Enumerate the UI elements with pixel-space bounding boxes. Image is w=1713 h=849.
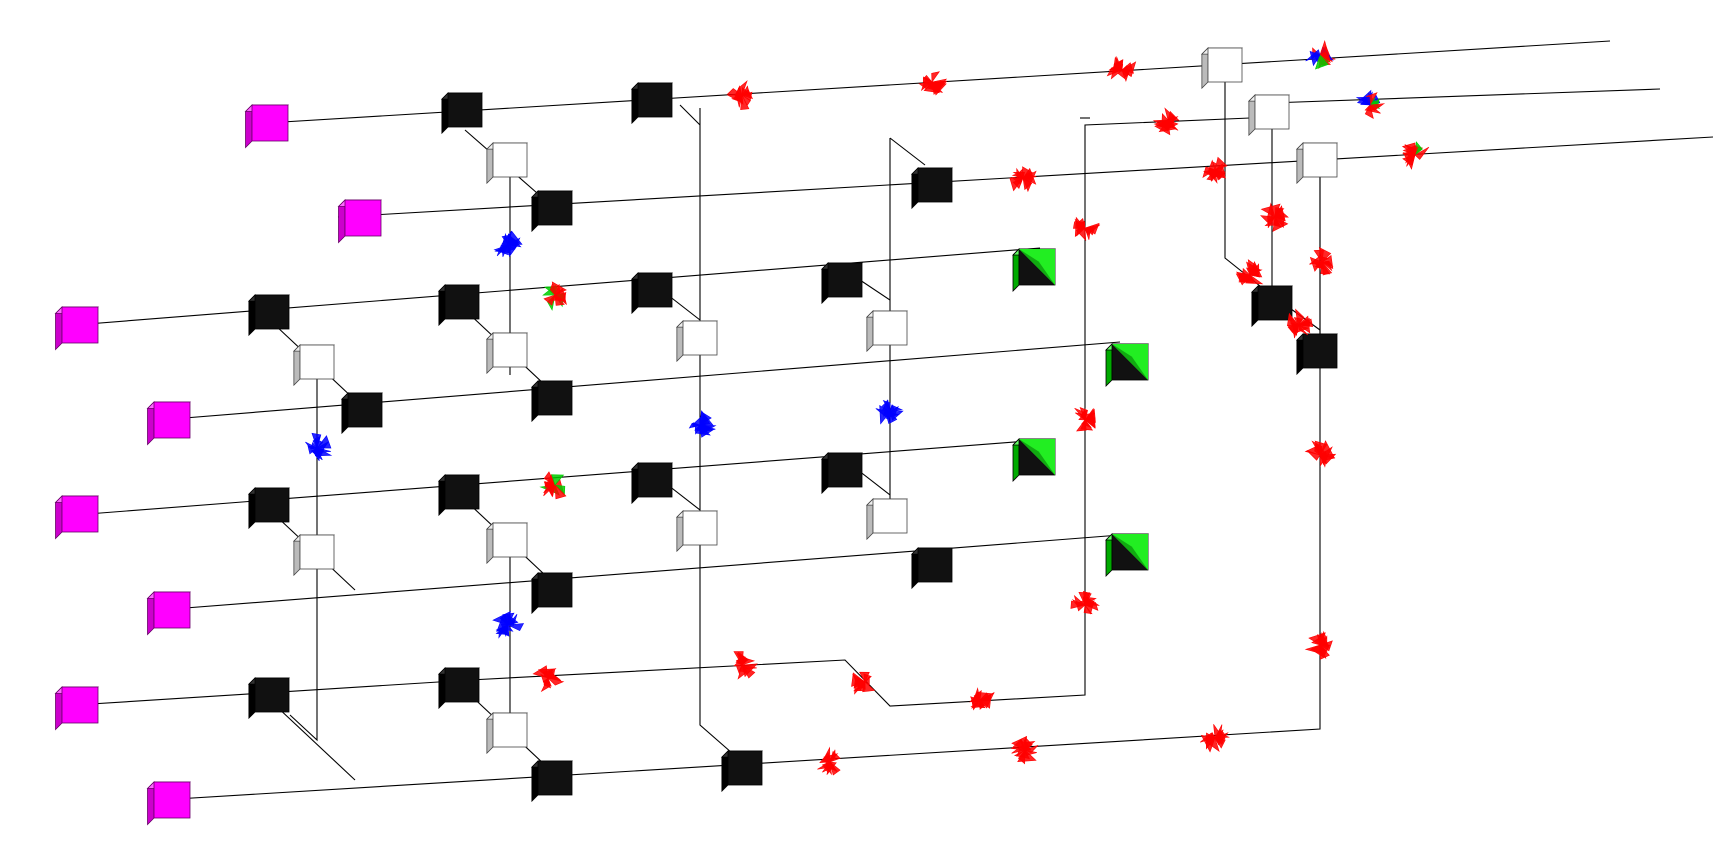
mixed-particle-0 (1305, 40, 1336, 70)
mixed-particle-2 (1401, 141, 1430, 170)
gate-node-21 (1295, 333, 1338, 376)
red-particle-10 (1286, 308, 1314, 339)
input-node-7 (146, 781, 191, 826)
wire-row-2 (159, 341, 1121, 421)
gate-node-6 (630, 272, 673, 315)
wire-loop (469, 117, 1251, 707)
red-particle-7 (1260, 202, 1289, 232)
red-particle-6 (1073, 216, 1101, 242)
gate-node-18 (530, 760, 573, 803)
red-particle-5 (1202, 156, 1228, 184)
mixed-particle-rg-0 (542, 281, 567, 311)
junction-node-0 (1200, 47, 1243, 90)
wire-diag-2 (679, 104, 701, 126)
gate-node-19 (720, 750, 763, 793)
junction-node-11 (865, 498, 908, 541)
red-particle-15 (532, 665, 565, 693)
red-particle-17 (851, 671, 876, 695)
input-node-1 (337, 199, 382, 244)
red-particle-1 (918, 71, 948, 96)
wire-bottom (159, 165, 1321, 801)
gate-node-0 (440, 92, 483, 135)
input-node-3 (146, 401, 191, 446)
gate-node-17 (437, 667, 480, 710)
junction-node-7 (292, 344, 335, 387)
wire-vertical-3 (289, 370, 318, 742)
gate-node-2 (530, 190, 573, 233)
junction-node-2 (1295, 142, 1338, 185)
blue-particle-1 (305, 432, 333, 462)
input-node-4 (54, 495, 99, 540)
red-particle-20 (1010, 735, 1039, 765)
blue-particle-3 (875, 399, 904, 425)
wire-top-2 (1269, 88, 1661, 104)
red-particle-16 (733, 651, 758, 680)
red-particle-3 (1152, 107, 1180, 136)
gate-node-20 (1250, 285, 1293, 328)
blue-particle-2 (688, 410, 717, 438)
red-particle-0 (726, 80, 753, 110)
red-particle-9 (1235, 259, 1264, 286)
junction-node-8 (292, 534, 335, 577)
mixed-particle-rg-1 (539, 471, 567, 500)
junction-node-10 (675, 510, 718, 553)
gate-node-15 (910, 547, 953, 590)
output-node-0 (1012, 248, 1056, 292)
output-node-2 (1012, 438, 1056, 482)
input-node-2 (54, 306, 99, 351)
gate-node-4 (247, 294, 290, 337)
output-node-1 (1105, 343, 1149, 387)
mixed-particle-1 (1355, 89, 1386, 120)
gate-node-8 (340, 392, 383, 435)
particles-layer (305, 40, 1430, 776)
red-particle-13 (1070, 590, 1100, 615)
wire-vertical-1 (699, 108, 741, 761)
input-node-6 (54, 686, 99, 731)
red-particle-18 (969, 687, 995, 711)
junction-node-12 (485, 712, 528, 755)
gate-node-3 (910, 167, 953, 210)
blue-particle-4 (492, 610, 525, 639)
red-particle-2 (1106, 55, 1137, 83)
gate-node-16 (247, 677, 290, 720)
gate-node-13 (820, 452, 863, 495)
input-node-0 (244, 104, 289, 149)
junction-node-5 (675, 320, 718, 363)
junction-node-3 (485, 142, 528, 185)
red-particle-4 (1009, 166, 1037, 193)
red-particle-12 (1304, 440, 1337, 468)
gate-node-9 (530, 380, 573, 423)
wire-diag-1 (889, 137, 926, 166)
junction-node-9 (485, 522, 528, 565)
junction-node-4 (485, 332, 528, 375)
gate-node-7 (820, 262, 863, 305)
red-particle-14 (1304, 630, 1333, 660)
gate-node-5 (437, 284, 480, 327)
input-node-5 (146, 591, 191, 636)
red-particle-21 (1199, 724, 1230, 753)
gate-node-10 (247, 487, 290, 530)
red-particle-11 (1074, 407, 1096, 432)
red-particle-8 (1309, 246, 1334, 276)
gate-node-12 (630, 462, 673, 505)
junction-node-6 (865, 310, 908, 353)
gate-node-11 (437, 474, 480, 517)
wire-row-4 (159, 534, 1121, 611)
output-node-3 (1105, 533, 1149, 577)
gate-node-14 (530, 572, 573, 615)
junction-node-1 (1247, 94, 1290, 137)
wire-link-6 (274, 704, 356, 781)
blue-particle-0 (493, 230, 523, 258)
red-particle-19 (817, 746, 841, 776)
nodes-layer (54, 47, 1338, 826)
gate-node-1 (630, 82, 673, 125)
